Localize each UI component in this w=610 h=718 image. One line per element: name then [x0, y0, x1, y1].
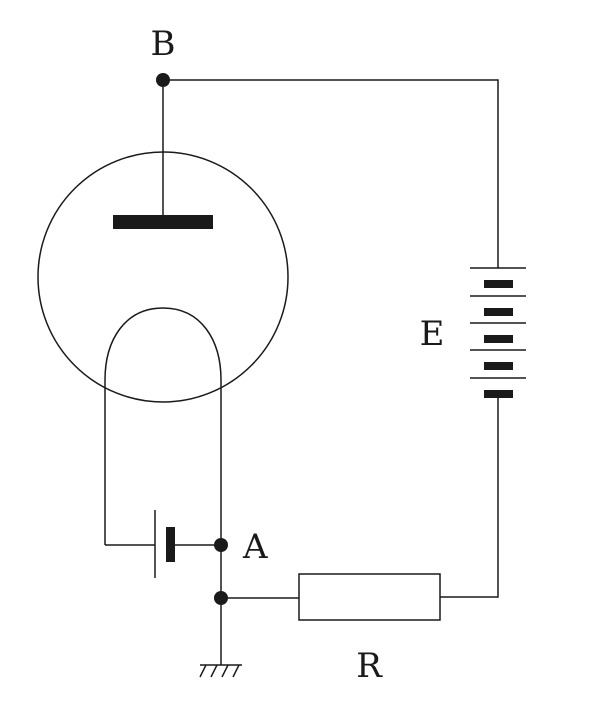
label-a: A: [242, 527, 268, 567]
label-r: R: [356, 646, 383, 686]
ground-symbol: [199, 664, 242, 678]
node-a: [214, 538, 228, 552]
resistor: [298, 573, 441, 621]
label-b: B: [151, 24, 176, 64]
filament: [104, 307, 222, 600]
anode-plate: [113, 215, 213, 229]
filament-battery-short-plate: [166, 527, 175, 562]
node-ground-junction: [214, 591, 228, 605]
wire-anode-to-battery: [163, 79, 499, 268]
label-e: E: [420, 314, 445, 354]
wire-resistor-to-battery: [440, 390, 499, 598]
anode-battery: [470, 267, 526, 398]
node-b: [156, 73, 170, 87]
